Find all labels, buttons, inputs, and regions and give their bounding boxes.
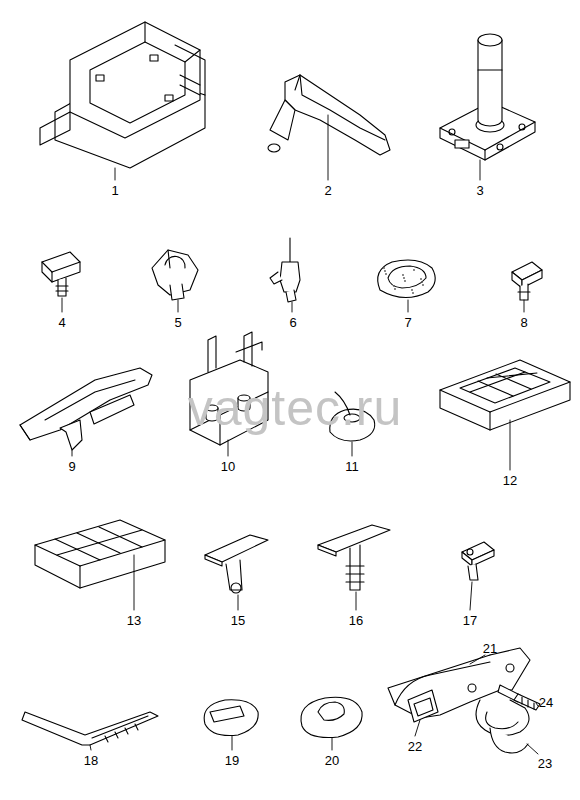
callout-number: 23: [538, 757, 552, 770]
callout-number: 15: [231, 614, 245, 627]
texture-dot: [413, 269, 415, 271]
callout-number: 6: [289, 316, 296, 329]
grommet: [204, 700, 258, 750]
grommet: [378, 260, 435, 312]
callout-number: 8: [520, 316, 527, 329]
callout-number: 9: [68, 460, 75, 473]
relay-tray: [35, 520, 165, 610]
texture-dot: [402, 274, 404, 276]
texture-dot: [411, 289, 413, 291]
relay-carrier: [440, 360, 570, 470]
callout-number: 21: [483, 642, 497, 655]
connector: [270, 238, 300, 312]
callout-number: 12: [503, 474, 517, 487]
callout-number: 18: [84, 754, 98, 767]
air-duct: [268, 75, 390, 180]
column-sensor: [440, 34, 535, 180]
texture-dot: [421, 281, 423, 283]
bracket-assembly: [388, 648, 540, 754]
clip: [205, 535, 268, 610]
callout-number: 20: [325, 754, 339, 767]
texture-dot: [385, 273, 387, 275]
texture-dot: [394, 288, 396, 290]
texture-dot: [384, 270, 386, 272]
watermark: vagtec.ru: [188, 383, 403, 433]
clip: [462, 542, 494, 610]
texture-dot: [420, 278, 422, 280]
callout-number: 1: [111, 184, 118, 197]
callout-number: 4: [58, 316, 65, 329]
cable-holder: [152, 250, 198, 312]
texture-dot: [412, 292, 414, 294]
callout-number: 22: [408, 740, 422, 753]
trim-strip: [22, 712, 158, 750]
grommet: [301, 697, 362, 750]
texture-dot: [403, 277, 405, 279]
callout-number: 7: [404, 316, 411, 329]
callout-number: 13: [127, 614, 141, 627]
texture-dot: [383, 267, 385, 269]
callout-number: 3: [476, 184, 483, 197]
clip: [512, 262, 542, 312]
texture-dot: [404, 280, 406, 282]
callout-number: 24: [539, 696, 553, 709]
callout-number: 11: [345, 460, 359, 473]
callout-number: 5: [174, 316, 181, 329]
bracket-frame: [40, 22, 205, 180]
callout-number: 2: [324, 184, 331, 197]
callout-number: 17: [463, 614, 477, 627]
wiring-guide: [20, 368, 152, 456]
callout-number: 19: [225, 754, 239, 767]
texture-dot: [393, 285, 395, 287]
callout-number: 16: [349, 614, 363, 627]
clip: [42, 252, 80, 312]
callout-number: 10: [221, 460, 235, 473]
clip: [318, 525, 390, 610]
texture-dot: [422, 284, 424, 286]
